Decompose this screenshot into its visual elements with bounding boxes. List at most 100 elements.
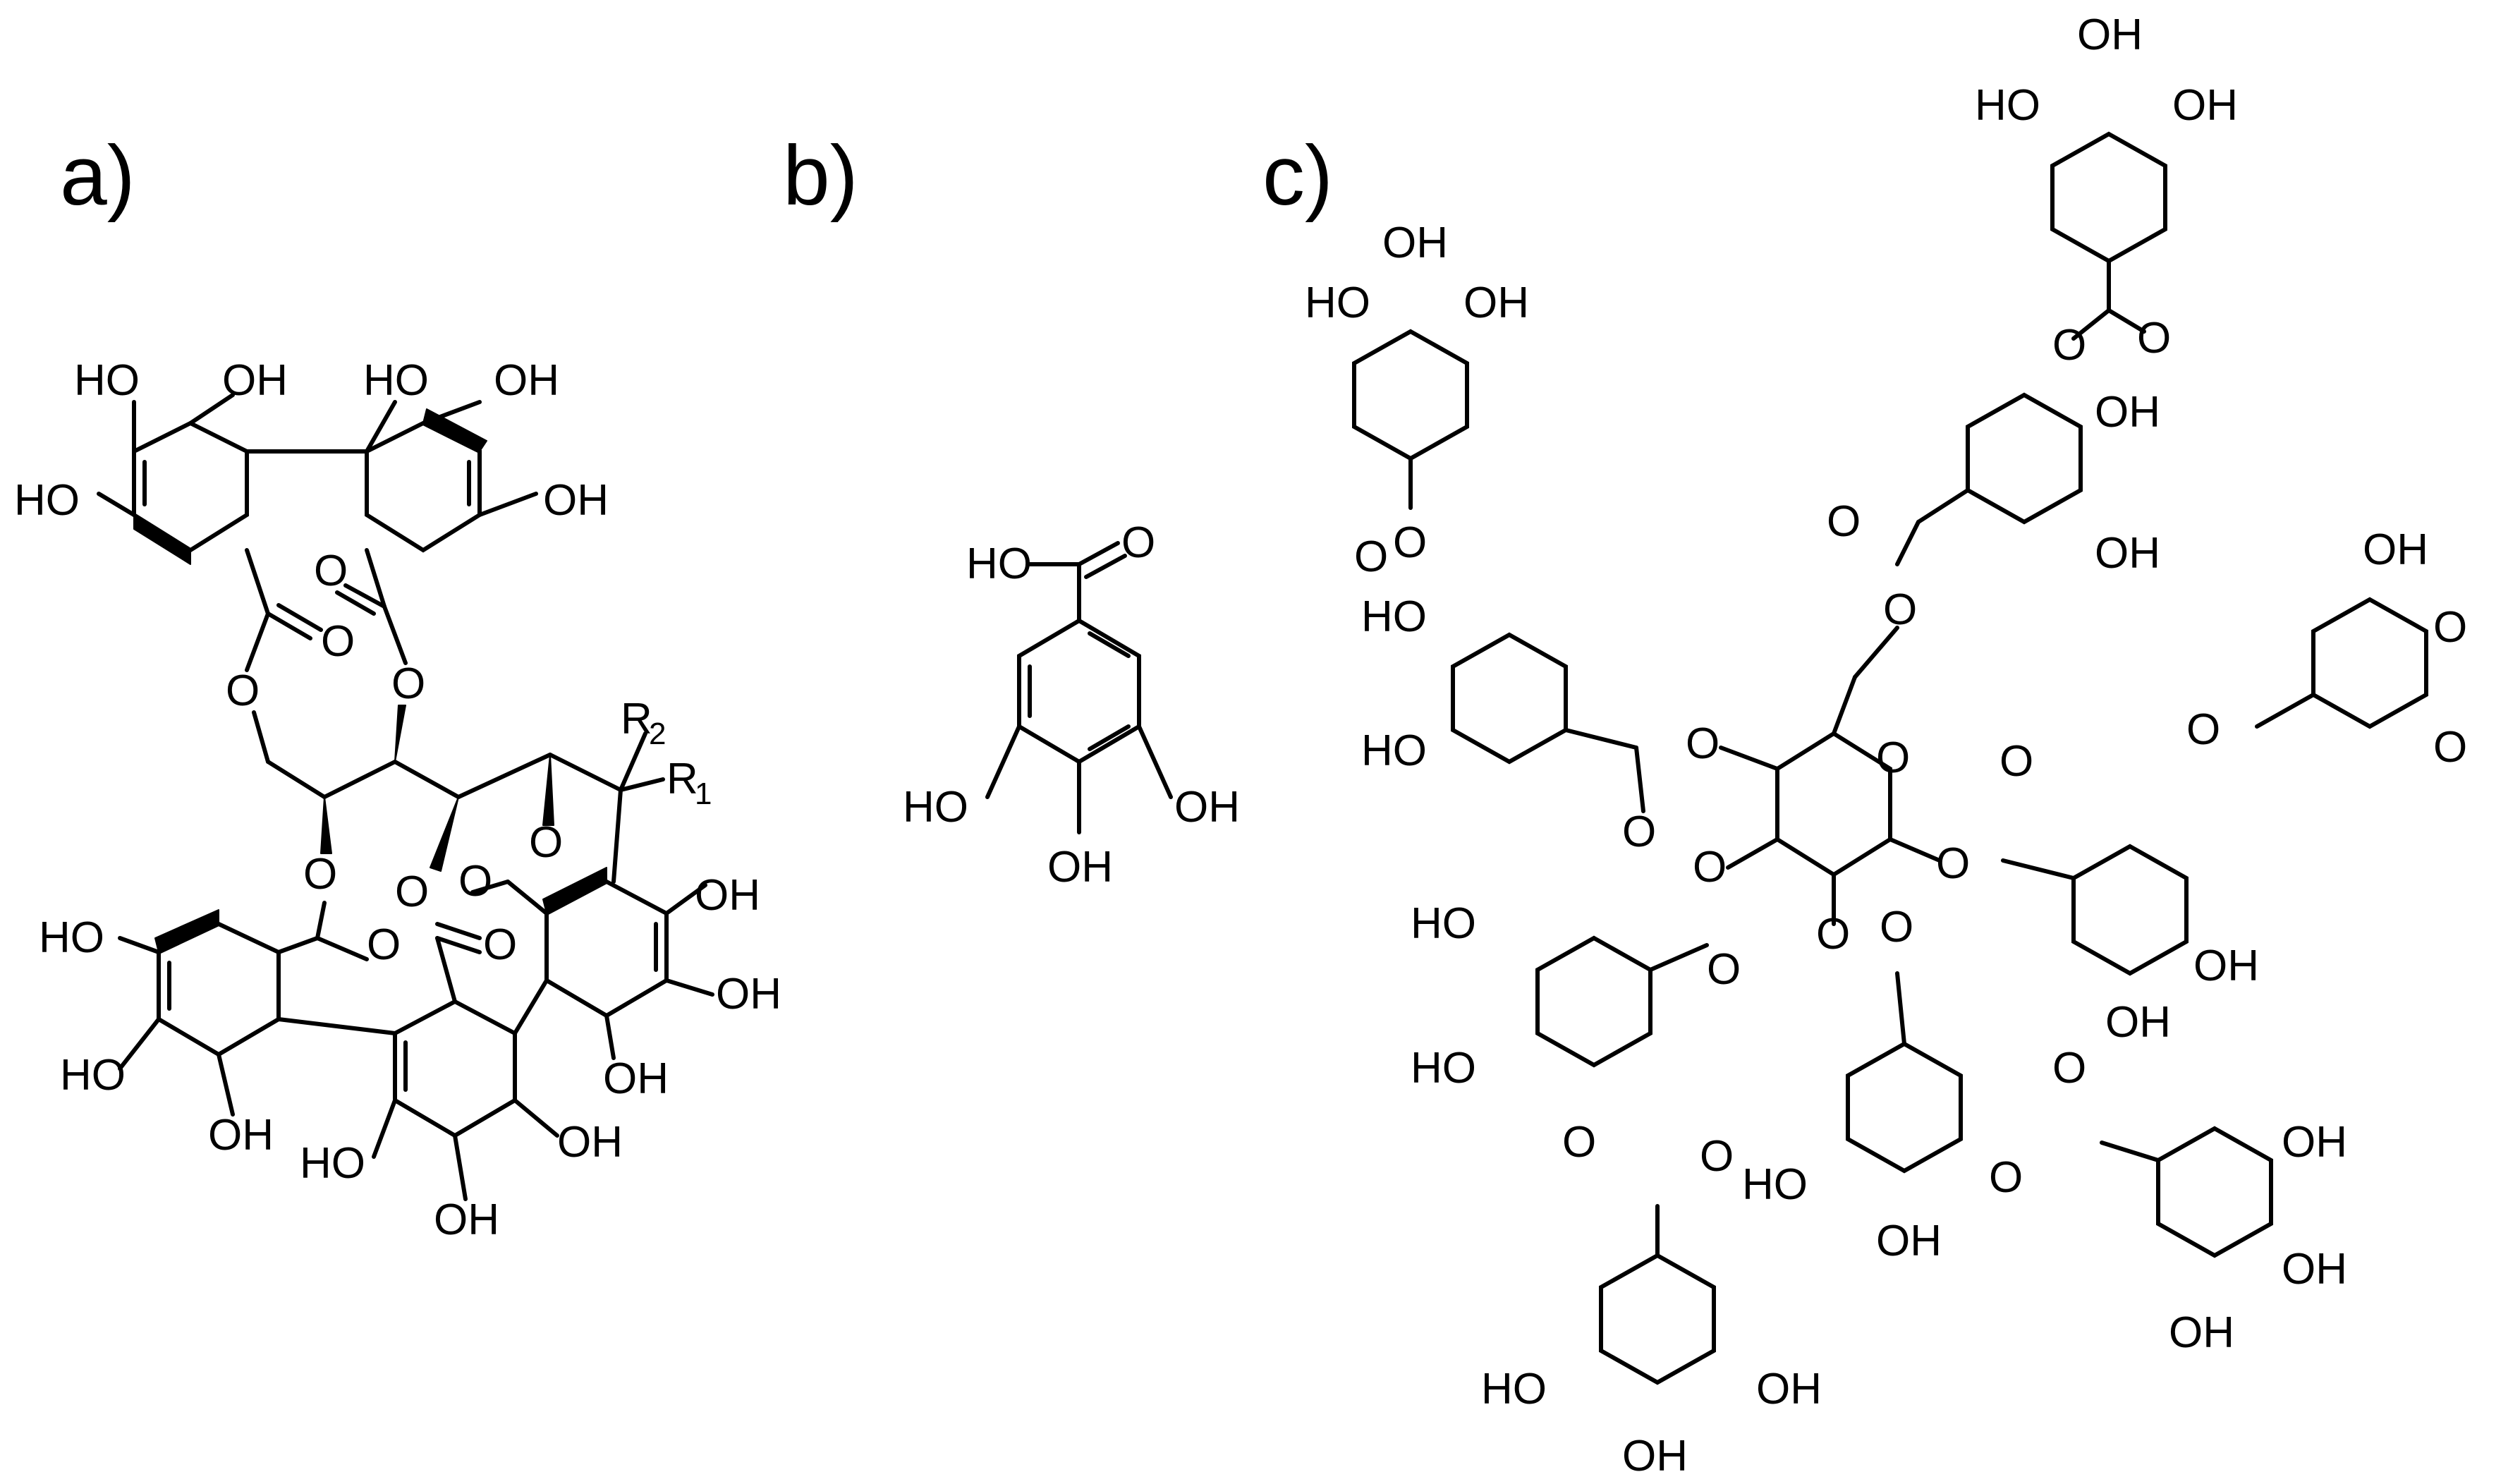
atom-label: HO — [1411, 1044, 1476, 1093]
atom-label: HO — [74, 356, 140, 405]
bold-bond — [394, 705, 406, 762]
atom-label: OH — [434, 1196, 499, 1244]
gallic-acid-structure: HO O HO OH OH — [903, 518, 1240, 892]
atom-label: O — [1883, 585, 1917, 634]
atom-label: HO — [14, 476, 80, 525]
atom-label: O — [458, 857, 492, 906]
atom-label: O — [1562, 1118, 1596, 1167]
galloyl-left: O HO HO — [1361, 592, 1656, 856]
atom-label: HO — [1361, 592, 1427, 641]
atom-label: HO — [1361, 726, 1427, 775]
galloyl-right: OH O O O — [2186, 525, 2467, 772]
atom-label: OH — [1622, 1432, 1688, 1480]
atom-label: HO — [1742, 1160, 1808, 1209]
atom-label: OH — [2282, 1245, 2347, 1294]
bold-bond — [422, 408, 487, 452]
atom-label: O — [1999, 737, 2033, 786]
atom-label: O — [1354, 533, 1388, 581]
atom-label: O — [1707, 945, 1741, 994]
atom-label: O — [1693, 843, 1727, 892]
atom-label: O — [1622, 808, 1656, 856]
atom-label: O — [367, 920, 401, 969]
atom-label: O — [1816, 910, 1850, 959]
atom-label: OH — [1463, 279, 1529, 327]
atom-label: OH — [2095, 388, 2160, 437]
atom-label: OH — [2077, 11, 2143, 59]
atom-label: OH — [603, 1054, 669, 1103]
atom-label: O — [529, 818, 563, 867]
atom-label: O — [321, 617, 355, 666]
galloyl-mid-right: O OH OH — [1999, 737, 2259, 1047]
atom-label: O — [1393, 518, 1427, 567]
atom-label: O — [314, 547, 348, 595]
atom-label: O — [303, 850, 337, 899]
atom-label: OH — [1756, 1365, 1822, 1413]
atom-label: 1 — [695, 777, 712, 811]
atom-label: O — [1686, 719, 1719, 768]
galloyl-bottom-left: O HO OH OH — [1481, 1132, 1822, 1480]
atom-label: O — [226, 667, 260, 715]
atom-label: OH — [695, 871, 760, 920]
atom-label: OH — [2105, 998, 2171, 1047]
atom-label: OH — [557, 1118, 623, 1167]
atom-label: O — [2052, 321, 2086, 370]
atom-label: HO — [966, 540, 1032, 588]
atom-label: OH — [208, 1111, 274, 1160]
atom-label: O — [2433, 723, 2467, 772]
galloyl-upper-left: HO OH OH O O — [1305, 219, 1529, 581]
bold-bond — [154, 909, 219, 953]
atom-label: OH — [1876, 1217, 1942, 1265]
galloyl-mid-left: O HO HO O — [1411, 899, 1741, 1167]
atom-label: OH — [543, 476, 609, 525]
galloyl-top: O HO OH OH O — [1975, 11, 2238, 370]
atom-label: R — [666, 755, 698, 803]
atom-label: O — [1700, 1132, 1734, 1181]
atom-label: OH — [2193, 942, 2259, 990]
atom-label: HO — [1481, 1365, 1547, 1413]
ellagitannin-structure: HO OH HO HO OH OH O O O O R 2 R 1 — [14, 356, 781, 1244]
atom-label: HO — [903, 783, 968, 832]
atom-label: 2 — [649, 717, 666, 751]
atom-label: OH — [2282, 1118, 2347, 1167]
atom-label: HO — [363, 356, 429, 405]
tannic-acid-structure: O O O O O O O HO OH OH O O OH OH — [1305, 11, 2467, 1480]
panel-label-c: c) — [1262, 128, 1333, 223]
atom-label: O — [2052, 1044, 2086, 1093]
atom-label: HO — [300, 1139, 365, 1188]
atom-label: HO — [1975, 81, 2040, 130]
galloyl-upper-right: O OH OH — [1827, 388, 2160, 578]
bold-bond — [430, 796, 459, 872]
atom-label: O — [395, 868, 429, 916]
glucose-ring — [1775, 731, 1892, 877]
atom-label: O — [2186, 705, 2220, 754]
atom-label: OH — [2172, 81, 2238, 130]
atom-label: OH — [494, 356, 559, 405]
atom-label: O — [1827, 497, 1861, 546]
atom-label: HO — [39, 913, 104, 962]
atom-label: HO — [1411, 899, 1476, 948]
atom-label: OH — [716, 970, 781, 1018]
bold-bond — [133, 514, 191, 565]
atom-label: O — [1876, 734, 1910, 782]
atom-label: OH — [1047, 843, 1113, 892]
bold-bond — [542, 867, 607, 914]
atom-label: OH — [2095, 529, 2160, 578]
benzene-ring — [1017, 618, 1141, 765]
atom-label: O — [1989, 1153, 2023, 1202]
atom-label: OH — [2363, 525, 2428, 574]
galloyl-bottom-right: OH OH OH — [2100, 1118, 2347, 1357]
atom-label: OH — [2169, 1308, 2234, 1357]
bold-bond — [320, 796, 332, 854]
panel-label-b: b) — [783, 128, 858, 223]
atom-label: O — [2433, 603, 2467, 652]
atom-label: R — [621, 695, 652, 743]
atom-label: OH — [1382, 219, 1448, 267]
atom-label: OH — [1174, 783, 1240, 832]
galloyl-lower-center: O HO OH O O — [1742, 903, 2086, 1265]
atom-label: O — [1936, 839, 1970, 888]
atom-label: O — [391, 659, 425, 708]
atom-label: O — [2137, 314, 2171, 363]
atom-label: O — [483, 920, 517, 969]
atom-label: HO — [1305, 279, 1370, 327]
